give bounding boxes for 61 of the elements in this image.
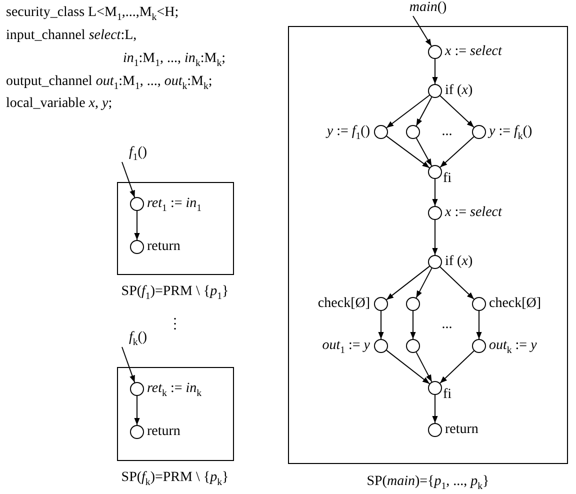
arrow (410, 310, 416, 340)
declaration-text: local_variable x, y; (6, 96, 112, 112)
declaration-text: output_channel out$_{1}$:M$_{1}$, ..., out$_{k}$:M$_{k}$; (6, 74, 212, 90)
arrow (134, 396, 140, 426)
arrow (134, 210, 140, 240)
statement-label: fi (443, 171, 452, 187)
arrow (432, 58, 438, 84)
arrow (412, 16, 432, 47)
statement-label: ret$_{1}$ := in$_{1}$ (147, 196, 202, 212)
statement-label: check[Ø] (318, 296, 370, 312)
statement-label: y := f$_{k}$() (489, 124, 532, 140)
state-circle (406, 339, 420, 353)
arrow (386, 350, 430, 384)
declaration-text: input_channel select:L, (6, 28, 137, 44)
ellipsis: ... (442, 124, 452, 140)
ellipsis: ⋮ (168, 317, 182, 333)
statement-label: out$_{1}$ := y (322, 338, 370, 354)
statement-label: x := select (445, 44, 502, 60)
arrow (432, 220, 438, 256)
arrow (416, 352, 432, 382)
function-box (117, 367, 234, 461)
arrow (440, 266, 474, 300)
statement-label: y := f$_{1}$() (326, 124, 370, 140)
arrow (386, 94, 430, 128)
arrow (416, 138, 432, 166)
arrow (440, 95, 474, 128)
arrow (386, 136, 430, 168)
function-box (117, 182, 234, 275)
arrow (476, 310, 482, 340)
function-box (288, 26, 568, 464)
statement-label: return (445, 422, 478, 438)
function-name: f$_{1}$() (128, 145, 148, 161)
box-caption: SP(f$_{1}$)=PRM \ {p$_{1}$} (121, 284, 229, 300)
arrow (432, 178, 438, 206)
arrow (122, 162, 136, 198)
function-name: main() (409, 0, 447, 16)
arrow (378, 310, 384, 340)
state-circle (406, 297, 420, 311)
box-caption: SP(main)={p$_{1}$, ..., p$_{k}$} (366, 474, 490, 490)
arrow (386, 266, 430, 300)
statement-label: ret$_{k}$ := in$_{k}$ (147, 381, 202, 397)
statement-label: x := select (445, 205, 502, 221)
statement-label: out$_{k}$ := y (489, 338, 537, 354)
statement-label: check[Ø] (489, 296, 542, 312)
arrow (440, 136, 474, 168)
arrow (432, 394, 438, 424)
arrow (416, 96, 432, 126)
statement-label: return (147, 239, 180, 255)
box-caption: SP(f$_{k}$)=PRM \ {p$_{k}$} (121, 470, 229, 486)
statement-label: if (x) (445, 83, 473, 99)
arrow (122, 346, 136, 383)
arrow (440, 350, 474, 384)
declaration-text: security_class L<M$_{1}$,...,M$_{k}$<H; (6, 5, 179, 21)
state-circle (406, 125, 420, 139)
statement-label: fi (443, 387, 452, 403)
ellipsis: ... (442, 317, 452, 333)
statement-label: if (x) (445, 254, 473, 270)
statement-label: return (147, 424, 180, 440)
function-name: f$_{k}$() (128, 330, 148, 346)
declaration-text: in$_{1}$:M$_{1}$, ..., in$_{k}$:M$_{k}$; (123, 51, 226, 67)
arrow (416, 268, 432, 298)
